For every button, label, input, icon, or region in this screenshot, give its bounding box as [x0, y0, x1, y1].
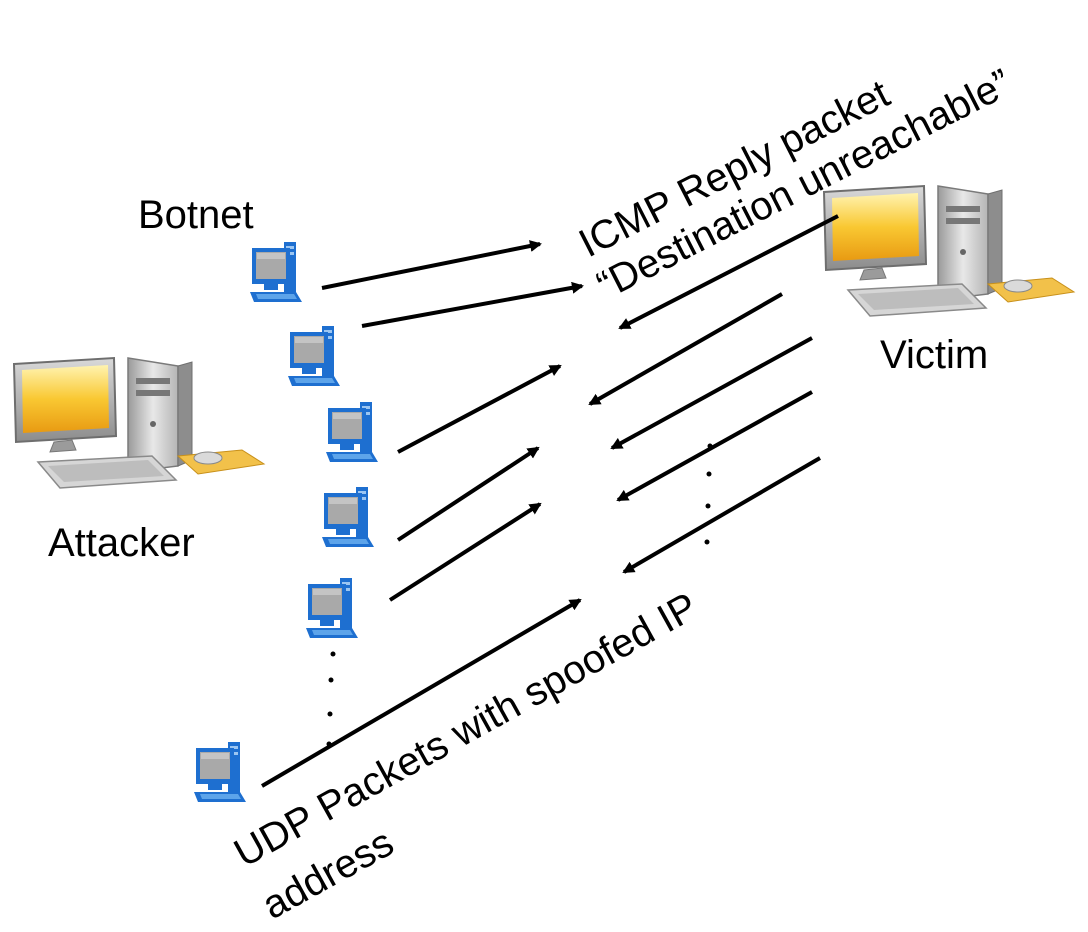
udp-arrow	[321, 240, 542, 290]
bot-computer-icon	[306, 578, 358, 638]
bot-computer-icon	[288, 326, 340, 386]
reply-ellipsis	[704, 443, 713, 545]
udp-label-line1: UDP Packets with spoofed IP	[227, 584, 705, 875]
victim-label: Victim	[880, 333, 988, 377]
bot-computer-icon	[322, 487, 374, 547]
udp-arrows	[260, 240, 584, 788]
icmp-arrow	[622, 456, 822, 574]
victim-computer-icon	[823, 185, 1075, 317]
bot-computer-icon	[250, 242, 302, 302]
botnet-ellipsis	[326, 651, 336, 747]
udp-arrow	[397, 364, 562, 454]
icmp-arrows	[588, 214, 839, 574]
attacker-label: Attacker	[48, 521, 195, 565]
botnet-label: Botnet	[138, 193, 254, 237]
icmp-arrow	[610, 336, 813, 450]
udp-arrow	[260, 598, 582, 788]
attacker-computer-icon	[13, 357, 265, 489]
udp-arrow	[388, 502, 542, 602]
bot-computer-icon	[194, 742, 246, 802]
udp-arrow	[396, 446, 540, 542]
icmp-arrow	[618, 214, 839, 330]
icmp-arrow	[616, 390, 813, 502]
icmp-arrow	[588, 292, 783, 406]
bot-computer-icon	[326, 402, 378, 462]
udp-arrow	[361, 281, 584, 328]
